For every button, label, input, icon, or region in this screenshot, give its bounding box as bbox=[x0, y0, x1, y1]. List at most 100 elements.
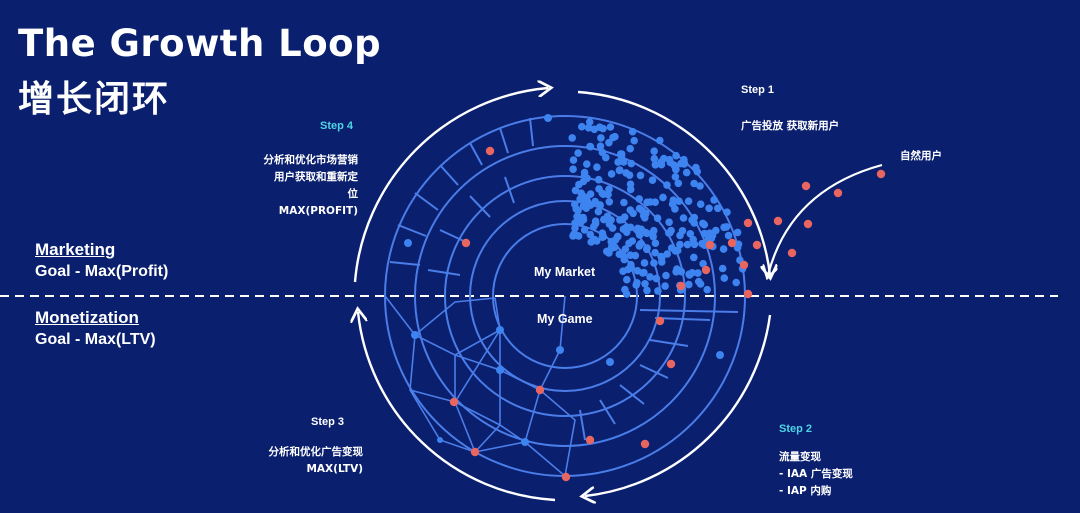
user-dot bbox=[571, 186, 580, 195]
user-dot bbox=[671, 205, 679, 213]
user-dot bbox=[574, 149, 582, 157]
user-dot bbox=[657, 252, 665, 261]
user-dot bbox=[690, 253, 698, 262]
user-dot bbox=[622, 169, 630, 177]
user-dot bbox=[608, 242, 616, 250]
user-dot-highlight bbox=[787, 248, 797, 258]
user-dot bbox=[640, 268, 648, 277]
user-dot bbox=[700, 220, 709, 229]
center-label-game: My Game bbox=[537, 312, 593, 326]
user-dot bbox=[575, 180, 583, 189]
user-dot bbox=[584, 124, 593, 132]
user-dot bbox=[671, 173, 680, 181]
user-dot bbox=[676, 240, 684, 249]
user-dot bbox=[646, 198, 655, 206]
radial-spokes bbox=[389, 117, 739, 441]
user-dot bbox=[636, 171, 645, 180]
user-dots-red bbox=[449, 146, 886, 482]
user-dot-highlight bbox=[705, 240, 715, 250]
user-dot bbox=[626, 223, 635, 232]
step2-line3: - IAP 内购 bbox=[779, 485, 832, 497]
user-dot bbox=[683, 240, 692, 249]
user-dot bbox=[650, 154, 659, 163]
user-dot bbox=[599, 233, 608, 241]
user-dot bbox=[669, 196, 678, 204]
user-dot bbox=[600, 215, 608, 224]
user-dot bbox=[710, 196, 718, 204]
user-dot bbox=[732, 278, 740, 287]
user-dot bbox=[621, 285, 629, 294]
center-label-market: My Market bbox=[534, 265, 596, 279]
user-dot bbox=[663, 181, 671, 189]
user-dot bbox=[643, 286, 651, 295]
user-dot bbox=[666, 229, 674, 237]
user-dot bbox=[630, 136, 638, 145]
user-dot bbox=[580, 171, 589, 180]
user-dot-highlight bbox=[666, 359, 676, 369]
user-dot bbox=[640, 259, 649, 267]
user-dot bbox=[578, 122, 586, 131]
user-dot bbox=[583, 197, 592, 206]
loop-arrow-top bbox=[353, 88, 548, 283]
user-dot bbox=[657, 160, 666, 169]
user-dot bbox=[733, 228, 742, 237]
user-dot-highlight bbox=[470, 447, 480, 457]
user-dot bbox=[684, 197, 693, 205]
user-dot bbox=[703, 285, 711, 294]
user-dot bbox=[591, 197, 599, 206]
user-dot bbox=[674, 179, 683, 188]
user-dot-highlight bbox=[449, 397, 459, 407]
user-dot bbox=[614, 158, 622, 166]
user-dot bbox=[605, 220, 614, 228]
user-dot bbox=[572, 231, 580, 239]
user-dot bbox=[707, 234, 716, 243]
user-dot bbox=[619, 158, 628, 166]
user-dot bbox=[572, 205, 580, 213]
step4-line3: 位 bbox=[347, 188, 359, 200]
user-dot bbox=[651, 161, 660, 169]
user-dot bbox=[666, 158, 675, 167]
monetization-label: Monetization bbox=[35, 308, 139, 327]
user-dot bbox=[638, 206, 646, 215]
user-dot-highlight bbox=[727, 238, 737, 248]
step3-title: Step 3 bbox=[311, 416, 345, 428]
user-dot-highlight bbox=[676, 281, 686, 291]
user-dot bbox=[633, 267, 642, 275]
user-dot bbox=[605, 198, 614, 206]
loop-arrow-right bbox=[577, 90, 770, 275]
user-dot bbox=[626, 185, 635, 194]
user-dot-highlight bbox=[752, 240, 762, 250]
step3-line2: MAX(LTV) bbox=[306, 463, 363, 475]
user-dot bbox=[720, 223, 728, 232]
user-dot-highlight bbox=[743, 218, 753, 228]
mesh-nodes bbox=[411, 326, 564, 446]
user-dot bbox=[734, 240, 743, 249]
user-dot bbox=[654, 287, 662, 295]
user-dot bbox=[663, 250, 671, 258]
user-dot bbox=[596, 142, 605, 150]
step4-line4: MAX(PROFIT) bbox=[278, 205, 358, 217]
step4-line2: 用户获取和重新定 bbox=[274, 171, 358, 183]
user-dot bbox=[676, 231, 684, 240]
user-dot-highlight bbox=[640, 439, 650, 449]
user-dot bbox=[660, 154, 668, 163]
user-dot bbox=[649, 232, 657, 241]
user-dot bbox=[679, 214, 688, 222]
user-dot-highlight bbox=[833, 188, 843, 198]
user-dot bbox=[591, 219, 600, 228]
organic-users-label: 自然用户 bbox=[900, 150, 942, 162]
user-dot bbox=[627, 264, 636, 272]
user-dot-highlight bbox=[801, 181, 811, 191]
user-dot bbox=[686, 230, 695, 238]
user-dot bbox=[690, 179, 698, 188]
user-dot bbox=[685, 280, 693, 289]
user-dot bbox=[690, 240, 699, 249]
user-dot bbox=[583, 160, 591, 168]
user-dot bbox=[641, 228, 650, 237]
user-dot bbox=[404, 239, 412, 247]
user-dot bbox=[568, 134, 576, 142]
loop-arrow-left bbox=[358, 312, 556, 502]
user-dot bbox=[700, 229, 709, 238]
user-dot bbox=[626, 206, 635, 214]
user-dot bbox=[616, 216, 624, 224]
